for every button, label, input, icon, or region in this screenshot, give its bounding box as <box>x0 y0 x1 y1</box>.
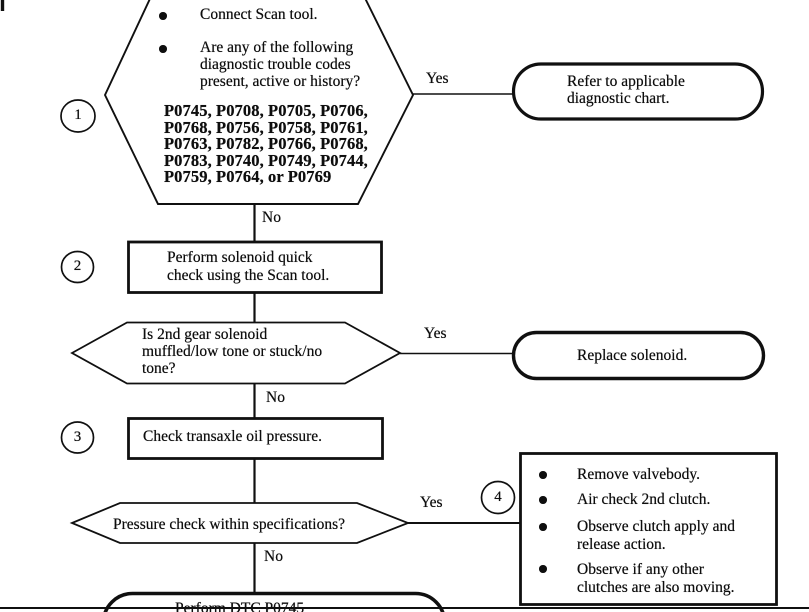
text-line: tone? <box>142 360 176 377</box>
step1-circle <box>60 99 96 133</box>
step3-circle <box>60 421 95 454</box>
text-line: Observe clutch apply and <box>577 518 735 535</box>
text-line: P0763, P0782, P0766, P0768, <box>164 134 368 154</box>
action4-bullet1: Remove valvebody. <box>577 466 700 483</box>
bullet-icon <box>159 12 167 20</box>
no-label-2: No <box>266 389 285 406</box>
no-label-3: No <box>264 548 283 565</box>
text-line: Are any of the following <box>200 39 354 56</box>
action4-bullet2: Air check 2nd clutch. <box>577 491 711 508</box>
text-line: muffled/low tone or stuck/no <box>142 343 323 360</box>
text-line: release action. <box>577 535 666 553</box>
text-line: P0759, P0764, or P0769 <box>164 167 332 187</box>
decision2-question: Is 2nd gear solenoid muffled/low tone or… <box>142 326 322 377</box>
decision3-question: Pressure check within specifications? <box>113 516 345 533</box>
bullet-icon <box>539 565 547 573</box>
action4-box <box>519 452 778 606</box>
bullet-icon <box>159 45 167 53</box>
step2-circle <box>60 250 95 284</box>
step1-number: 1 <box>74 107 82 123</box>
terminator2-text: Replace solenoid. <box>577 347 688 364</box>
yes-label-2: Yes <box>424 325 447 342</box>
process3-text: Check transaxle oil pressure. <box>143 428 323 445</box>
yes-label-3: Yes <box>420 494 443 511</box>
text-line: Observe if any other <box>577 561 704 578</box>
decision1-bullet1: Connect Scan tool. <box>200 6 318 23</box>
page-bottom-rule <box>0 606 809 610</box>
step4-number: 4 <box>494 489 502 505</box>
no-label-1: No <box>262 209 281 226</box>
process2-rect <box>127 240 383 294</box>
text-line: Refer to applicable <box>567 73 685 90</box>
bullet-icon <box>539 523 547 531</box>
text-line: Perform solenoid quick <box>167 249 313 266</box>
text-line: Is 2nd gear solenoid <box>142 326 268 343</box>
action4-bullet3: Observe clutch apply and release action. <box>577 518 735 553</box>
terminator2-stadium <box>511 330 766 381</box>
text-line: diagnostic chart. <box>567 90 670 107</box>
text-line: diagnostic trouble codes <box>200 56 351 73</box>
terminator1-text: Refer to applicable diagnostic chart. <box>567 73 685 107</box>
text-line: P0768, P0756, P0758, P0761, <box>164 117 368 137</box>
decision1-question: Are any of the following diagnostic trou… <box>200 39 360 90</box>
process2-text: Perform solenoid quick check using the S… <box>167 249 329 284</box>
text-line: clutches are also moving. <box>577 578 735 596</box>
decision3-hexagon <box>69 502 411 544</box>
text-line: check using the Scan tool. <box>167 266 330 284</box>
bullet-icon <box>539 496 547 504</box>
decision2-hexagon <box>70 321 402 385</box>
decision1-hexagon <box>103 0 415 205</box>
step2-number: 2 <box>73 258 82 274</box>
step4-circle <box>480 480 516 515</box>
text-line: present, active or history? <box>200 73 361 90</box>
bullet-icon <box>539 471 547 479</box>
step3-number: 3 <box>73 429 82 445</box>
text-line: P0745, P0708, P0705, P0706, <box>164 101 368 120</box>
action4-bullet4: Observe if any other clutches are also m… <box>577 561 735 596</box>
text-line: P0783, P0740, P0749, P0744, <box>164 150 368 170</box>
terminator1-stadium <box>511 62 765 121</box>
decision1-trouble-codes: P0745, P0708, P0705, P0706, P0768, P0756… <box>164 101 368 187</box>
process3-rect <box>127 417 384 460</box>
yes-label-1: Yes <box>426 70 449 87</box>
